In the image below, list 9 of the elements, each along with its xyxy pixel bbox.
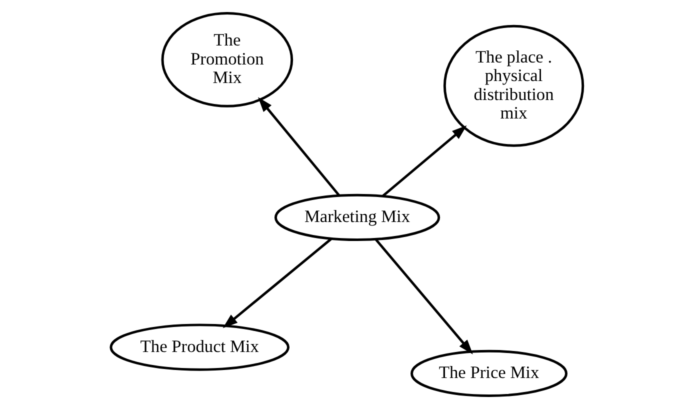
node-ellipse: Marketing Mix: [274, 194, 440, 242]
node-ellipse: The place . physical distribution mix: [442, 24, 584, 147]
arrow: [381, 125, 466, 197]
node-ellipse: The Promotion Mix: [160, 12, 293, 108]
node-ellipse: The Product Mix: [109, 324, 290, 371]
arrow: [374, 238, 472, 354]
arrow: [222, 238, 332, 328]
node-ellipse: The Price Mix: [410, 350, 567, 397]
arrow: [258, 97, 340, 196]
